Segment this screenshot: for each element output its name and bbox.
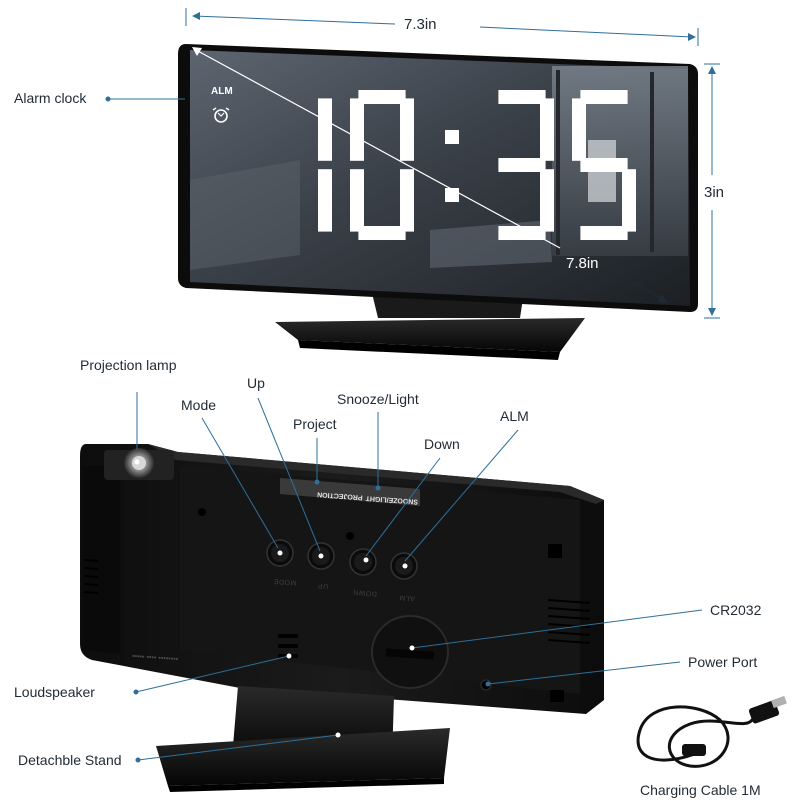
- dimension-lines: [185, 8, 720, 319]
- back-stand-edge: [168, 778, 444, 792]
- width-line-right: [479, 26, 693, 38]
- back-clock: PROJECTION SNOOZE/LIGHT MODE UP DOWN ALM: [80, 444, 604, 792]
- dimension-diagonal-label: 7.8in: [566, 255, 599, 272]
- callout-lines: [110, 98, 703, 761]
- screw-hole-left: [198, 508, 206, 516]
- width-arrow-left: [192, 12, 200, 20]
- leader-stand: [137, 734, 339, 761]
- callout-alarm-clock: Alarm clock: [14, 90, 87, 106]
- diagonal-arrow-end: [658, 294, 668, 303]
- reflection-frame-2: [650, 72, 654, 252]
- segment-c: [540, 169, 554, 232]
- segment-b: [540, 98, 554, 161]
- strip-body: [280, 478, 420, 506]
- segment-d: [358, 226, 406, 240]
- dimension-width-label: 7.3in: [404, 16, 437, 33]
- strip-text-snooze: SNOOZE/LIGHT: [365, 494, 419, 505]
- button-label-up: UP: [317, 582, 328, 590]
- callout-alm: ALM: [500, 408, 529, 424]
- time-digit-2: [498, 90, 554, 240]
- leader-cr2032: [411, 609, 703, 649]
- segment-d: [498, 226, 546, 240]
- callout-mode: Mode: [181, 397, 217, 413]
- height-arrow-top: [708, 66, 716, 74]
- segment-a: [580, 90, 628, 104]
- time-digit-0: [318, 98, 332, 232]
- back-vents-right: [547, 599, 591, 644]
- alarm-bell-icon: [212, 107, 230, 123]
- callout-up: Up: [247, 375, 265, 391]
- front-stand-base: [275, 318, 585, 352]
- time-display: [318, 90, 636, 240]
- diagonal-arrow-start: [192, 47, 202, 56]
- callout-loudspeaker: Loudspeaker: [14, 684, 95, 700]
- back-top-edge: [148, 444, 604, 504]
- cable-caption: Charging Cable 1M: [640, 782, 761, 798]
- control-strip: PROJECTION SNOOZE/LIGHT: [280, 478, 420, 506]
- callout-project: Project: [293, 416, 337, 432]
- button-label-down: DOWN: [353, 588, 378, 597]
- callout-detachable-stand: Detachble Stand: [18, 752, 122, 768]
- button-label-mode: MODE: [273, 577, 296, 586]
- time-digit-3: [572, 90, 636, 240]
- front-clock: [178, 44, 698, 360]
- dimension-height-label: 3in: [704, 184, 725, 201]
- alarm-indicator: ALM: [211, 86, 233, 97]
- callout-down: Down: [424, 436, 460, 452]
- charging-cable: [636, 695, 787, 768]
- reflection-frame: [556, 70, 560, 255]
- height-arrow-bottom: [708, 308, 716, 316]
- battery-compartment: [371, 615, 449, 689]
- callout-cr2032: CR2032: [710, 602, 762, 618]
- segment-d: [580, 226, 628, 240]
- usb-plug: [748, 700, 780, 724]
- segment-c: [622, 169, 636, 232]
- side-nub-bottom: [550, 690, 564, 702]
- callout-power-port: Power Port: [688, 654, 758, 670]
- side-nub-top: [548, 544, 562, 558]
- dc-plug: [682, 744, 706, 756]
- segment-c: [400, 169, 414, 232]
- callout-snooze-light: Snooze/Light: [337, 391, 419, 407]
- back-left-side: [82, 466, 120, 654]
- time-digit-1: [350, 90, 414, 240]
- segment-g: [498, 158, 546, 172]
- leader-power-port: [487, 661, 681, 685]
- reflection-sofa: [190, 160, 300, 270]
- width-line-left: [193, 15, 396, 25]
- width-arrow-right: [688, 33, 696, 41]
- callout-dots: [105, 96, 491, 763]
- strip-text-projection: PROJECTION: [317, 490, 363, 500]
- segment-e: [350, 169, 364, 232]
- button-label-alm: ALM: [399, 593, 415, 601]
- usb-tip: [771, 695, 787, 709]
- front-stand-edge: [298, 340, 560, 360]
- back-vents-left: [83, 559, 99, 594]
- down-button[interactable]: [349, 548, 377, 576]
- segment-a: [498, 90, 546, 104]
- segment-f: [572, 98, 586, 161]
- diagonal-line-lower: [611, 269, 665, 301]
- leader-alm: [404, 429, 519, 562]
- fine-print: ▪▪▪▪▪ ▪▪▪▪ ▪▪▪▪▪▪▪▪: [132, 653, 179, 663]
- colon-dot-bottom: [445, 188, 459, 202]
- segment-c: [318, 169, 332, 232]
- back-stand-base: [156, 728, 450, 786]
- segment-a: [358, 90, 406, 104]
- leader-mode: [201, 417, 279, 549]
- leader-loudspeaker: [135, 655, 290, 693]
- segment-b: [318, 98, 332, 161]
- leader-up: [257, 397, 321, 552]
- diagonal-line-upper: [195, 49, 561, 249]
- segment-b: [400, 98, 414, 161]
- colon-dot-top: [445, 130, 459, 144]
- segment-f: [350, 98, 364, 161]
- segment-g: [580, 158, 628, 172]
- leader-down: [365, 457, 441, 557]
- callout-projection-lamp: Projection lamp: [80, 357, 177, 373]
- projection-lamp: [104, 448, 174, 480]
- screw-hole-middle: [346, 532, 354, 540]
